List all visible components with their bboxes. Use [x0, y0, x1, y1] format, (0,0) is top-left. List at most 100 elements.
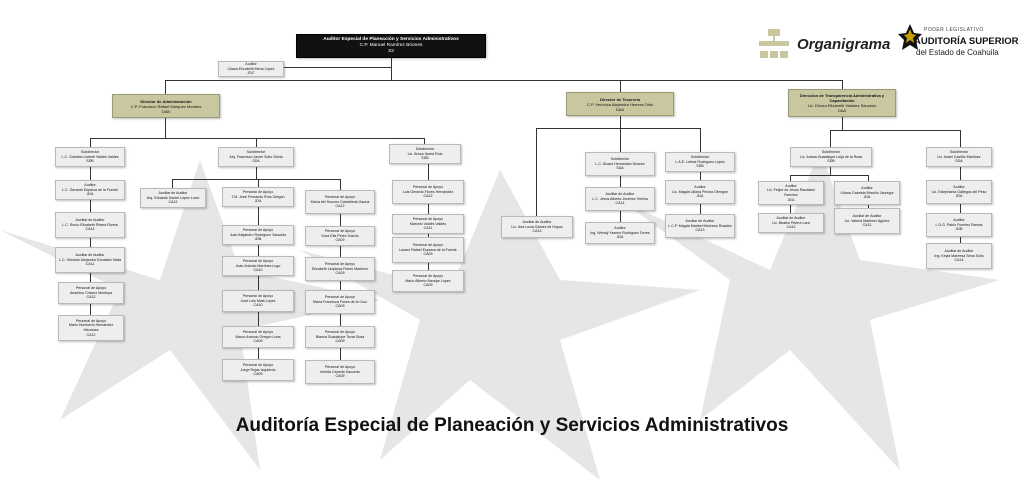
connector-line — [172, 179, 340, 180]
box-line: Ing. Wendy Yazmín Rodríguez Torres — [590, 230, 650, 235]
box-line: Marco Antonio Oregón Luna — [235, 334, 281, 339]
box-line: Auxiliar de Auditor — [158, 191, 188, 196]
box-line: Auditor — [953, 185, 965, 190]
box-line: CA11 — [85, 262, 95, 267]
box-line: Luis Gerardo Flores Hernández — [402, 189, 454, 194]
connector-line — [90, 167, 91, 315]
connector-line — [536, 128, 537, 216]
box-line: Mario Alberto Navejar López — [405, 278, 451, 283]
box-line: Personal de Apoyo — [75, 286, 107, 291]
box-line: María Francisca Flores de la Cruz — [312, 299, 368, 304]
connector-line — [830, 167, 831, 175]
head-box: Auditor Especial de Planeación y Servici… — [296, 34, 486, 58]
box-line: L.C. Álvaro Hernández Álvarez — [595, 161, 645, 166]
box-line: Personal de Apoyo — [324, 295, 356, 300]
head-title: Auditor Especial de Planeación y Servici… — [323, 37, 459, 42]
box-line: Dirección de Transparencia Administrativ… — [799, 93, 885, 103]
box-line: CA09 — [253, 339, 263, 344]
box-line: Subdirector — [821, 150, 841, 155]
box-line: Auditor — [84, 183, 96, 188]
box-line: Lic. Felipe de Jesús Raudales Ramírez — [767, 188, 815, 197]
box-line: CA11 — [423, 226, 433, 231]
box-line: Personal de Apoyo — [324, 262, 356, 267]
box-line: C.P. Verónica Alejandra Herrera Ortiz — [587, 101, 653, 107]
box-line: JDA — [955, 194, 963, 199]
box-line: Auditor — [953, 218, 965, 223]
box-line: CA12 — [86, 295, 96, 300]
box-line: CA14 — [85, 227, 95, 232]
connector-line — [340, 214, 341, 360]
box-line: Personal de Apoyo — [242, 228, 274, 233]
organigrama-icon — [759, 29, 789, 58]
box-line: Auxiliar de Auditor — [776, 216, 806, 221]
box-line: Personal de Apoyo — [75, 318, 107, 323]
box-line: Imelda Cepeda Saucedo — [320, 369, 360, 374]
connector-line — [165, 80, 166, 94]
box-line: CA09 — [335, 304, 345, 309]
box-line: CA12 — [335, 204, 345, 209]
box-line: Subdirector — [80, 150, 100, 155]
connector-line — [868, 205, 869, 208]
box-line: Mario Humberto Hernández Mendoza — [68, 323, 114, 332]
footer-title: Auditoría Especial de Planeación y Servi… — [235, 415, 789, 436]
box-line: Personal de Apoyo — [242, 190, 274, 195]
box-line: Personal de Apoyo — [324, 330, 356, 335]
box-line: CA12 — [86, 332, 96, 337]
box-line: SDA — [955, 159, 963, 164]
box-line: JDA — [696, 194, 704, 199]
box-line: Personal de Apoyo — [242, 330, 274, 335]
box-line: CA09 — [335, 271, 345, 276]
box-line: Lic. Dinora Elizabeth Valadez Saucedo — [807, 103, 877, 108]
box-line: Subdirector — [690, 155, 710, 160]
connector-line — [620, 128, 621, 152]
connector-line — [960, 167, 961, 243]
box-line: Director de Administración — [140, 98, 192, 104]
connector-line — [90, 138, 424, 139]
box-line: SDA — [252, 159, 260, 164]
connector-line — [424, 138, 425, 144]
box-line: Juan Alejandro Rodríguez Saucedo — [229, 232, 287, 237]
connector-line — [842, 117, 843, 130]
box-line: Auxiliar de Auditor — [852, 214, 882, 219]
box-line: CA12 — [168, 200, 178, 205]
box-line: Lic. Arturo Ibarra Ruiz — [407, 151, 443, 156]
head-name: C.P. Manuel Ramírez Briones — [359, 43, 423, 48]
box-line: CA13 — [532, 229, 542, 234]
box-line: L.C. Rocío Elizabeth Rivera Rivera — [62, 222, 118, 227]
box-line: Lic. Estephania Gallegos del Peso — [931, 189, 987, 194]
box-line: CA09 — [335, 374, 345, 379]
box-line: Auxiliar de Auditor — [75, 218, 105, 223]
box-line: Elizabeth Limpiosa Flores Martínez — [311, 266, 369, 271]
auditoria-seal-icon — [898, 24, 922, 50]
connector-line — [790, 175, 791, 181]
connector-line — [391, 68, 392, 80]
box-line: CA09 — [423, 283, 433, 288]
box-line: CA09 — [253, 372, 263, 377]
box-line: JDA — [254, 199, 262, 204]
box-line: SDB — [827, 159, 835, 164]
box-line: JDC — [247, 71, 255, 76]
box-line: JDB — [254, 237, 262, 242]
box-line: Auditor — [245, 62, 257, 67]
box-line: Lic. Ana Lucia Gámez de Hoyos — [511, 224, 563, 229]
box-line: L.C.P. Magda Maribel Medrano Rosales — [668, 223, 732, 228]
connector-line — [536, 128, 700, 129]
box-line: JDA — [616, 235, 624, 240]
box-line: CA14 — [615, 201, 625, 206]
